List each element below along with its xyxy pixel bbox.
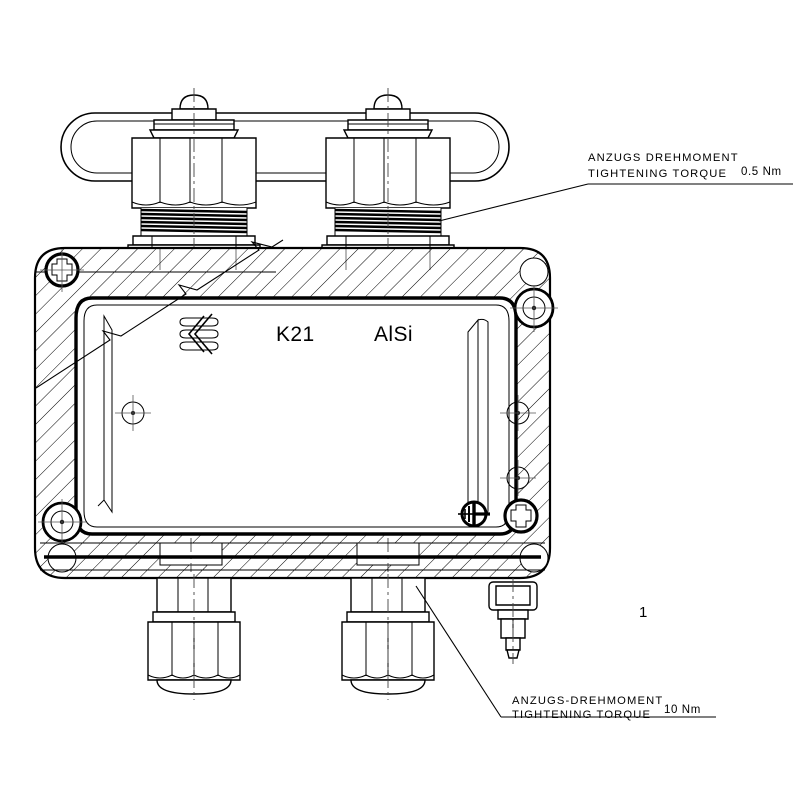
earth-ground-symbol xyxy=(458,500,490,528)
external-earth-stud xyxy=(489,578,537,664)
inner-rib-left xyxy=(98,316,112,512)
item-number-label: 1 xyxy=(639,604,647,621)
annotation-torque-top: ANZUGS DREHMOMENT TIGHTENING TORQUE 0.5 … xyxy=(439,152,793,221)
torque-top-line-en: TIGHTENING TORQUE xyxy=(588,168,727,180)
section-break-line xyxy=(36,240,283,388)
boss-left-upper xyxy=(115,395,151,431)
boss-block-bottom-right xyxy=(357,538,419,572)
torque-top-line-de: ANZUGS DREHMOMENT xyxy=(588,152,739,164)
torque-bottom-line-de: ANZUGS-DREHMOMENT xyxy=(512,695,663,707)
mounting-hole-top-right xyxy=(520,258,548,286)
cable-gland-bottom-right xyxy=(342,574,434,700)
boss-right-upper xyxy=(500,395,536,431)
enclosure-body xyxy=(35,240,558,578)
cover-screw-bottom-right xyxy=(503,498,539,534)
mounting-screw-bottom-left xyxy=(38,499,86,546)
enclosure-code-label: K21 xyxy=(276,323,315,346)
cable-gland-bottom-left xyxy=(148,574,240,700)
cable-gland-top-left xyxy=(128,88,260,252)
mounting-screw-top-right xyxy=(510,285,558,332)
torque-bottom-value: 10 Nm xyxy=(664,704,701,716)
material-code-label: AlSi xyxy=(374,323,413,346)
torque-bottom-line-en: TIGHTENING TORQUE xyxy=(512,709,651,721)
torque-top-value: 0.5 Nm xyxy=(741,166,782,178)
oval-retaining-strap xyxy=(61,113,509,181)
cover-screw-top-left xyxy=(40,249,84,292)
annotation-torque-bottom: ANZUGS-DREHMOMENT TIGHTENING TORQUE 10 N… xyxy=(416,586,716,721)
boss-right-lower xyxy=(500,460,536,496)
boss-block-bottom-left xyxy=(160,538,222,572)
surface-finish-machining-symbol xyxy=(180,314,218,354)
